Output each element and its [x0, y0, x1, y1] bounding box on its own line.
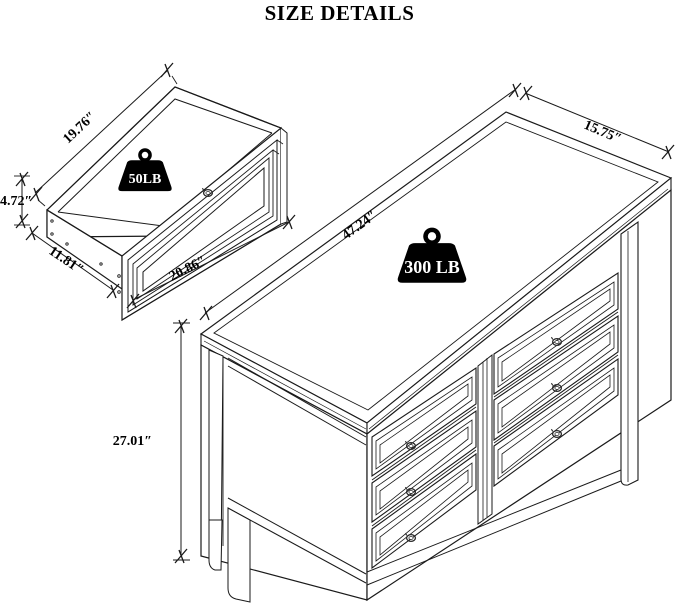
dimension-label-drawer-length: 19.76″ — [60, 109, 99, 147]
weight-badge-drawer: 50LB — [118, 148, 172, 192]
dimension-drawer-height: 4.72″ — [0, 171, 32, 229]
dresser-drawer-left-middle[interactable] — [371, 409, 477, 524]
dresser-drawer-right-middle[interactable] — [493, 314, 619, 442]
weight-badge-drawer-label: 50LB — [129, 172, 162, 187]
dimension-label-dresser-depth: 15.75″ — [581, 118, 623, 147]
weight-badge-dresser: 300 LB — [397, 227, 467, 283]
drawer-illustration: 19.76″ 4.72″ 11.81″ — [0, 62, 296, 322]
weight-badge-dresser-label: 300 LB — [404, 257, 460, 277]
dresser-drawer-right-bottom[interactable] — [493, 357, 619, 488]
dimension-dresser-height: 27.01″ — [113, 318, 190, 564]
dimension-label-drawer-height: 4.72″ — [0, 194, 32, 209]
drawer-front — [121, 126, 288, 322]
dresser-drawer-right-top[interactable] — [493, 271, 619, 396]
dimension-label-dresser-height: 27.01″ — [113, 434, 152, 449]
dresser-drawer-left-top[interactable] — [371, 366, 477, 478]
dresser-illustration: 47.24″ 15.75″ 27.01″ — [113, 82, 675, 603]
page-title: SIZE DETAILS — [264, 1, 415, 25]
dresser-drawer-left-bottom[interactable] — [371, 452, 477, 570]
